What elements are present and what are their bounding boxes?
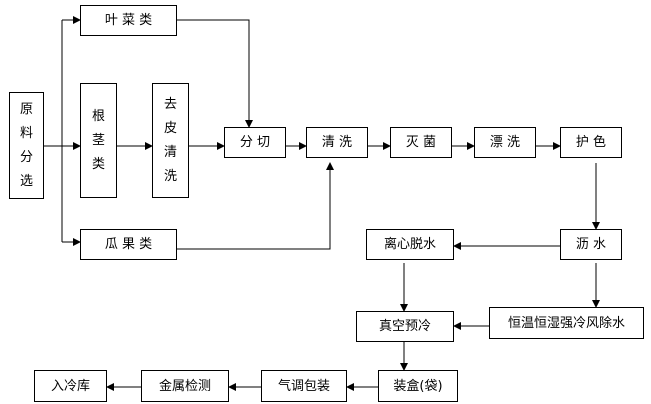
node-vacuum-cool-label: 真空预冷: [378, 319, 431, 334]
node-peel-wash: 去皮清洗: [152, 83, 189, 198]
node-vacuum-cool: 真空预冷: [356, 311, 454, 342]
node-color-protect: 护 色: [560, 127, 622, 158]
node-metal-detect: 金属检测: [141, 370, 229, 402]
node-sterilize-label: 灭 菌: [405, 135, 437, 150]
node-map-pack-label: 气调包装: [277, 378, 330, 394]
node-boxing: 装盒(袋): [378, 370, 458, 402]
node-raw-select: 原料分选: [9, 92, 44, 199]
node-map-pack: 气调包装: [261, 370, 347, 402]
node-air-dry: 恒温恒湿强冷风除水: [489, 307, 644, 339]
node-peel-wash-label: 去皮清洗: [163, 96, 177, 184]
node-cold-store-label: 入冷库: [50, 378, 90, 394]
node-rinse-label: 漂 洗: [489, 135, 521, 150]
node-root-label: 根茎类: [91, 108, 105, 172]
node-boxing-label: 装盒(袋): [393, 378, 443, 394]
node-color-protect-label: 护 色: [575, 135, 607, 150]
node-melon-label: 瓜 果 类: [104, 237, 153, 252]
node-cut-label: 分 切: [239, 135, 271, 150]
node-air-dry-label: 恒温恒湿强冷风除水: [507, 315, 625, 331]
node-centrifuge-label: 离心脱水: [383, 237, 436, 252]
node-cut: 分 切: [224, 127, 286, 158]
node-drain-label: 沥 水: [575, 237, 607, 252]
arrow-melon-to-wash: [177, 162, 334, 250]
node-sterilize: 灭 菌: [390, 127, 452, 158]
node-wash-label: 清 洗: [321, 135, 353, 150]
node-leafy-label: 叶 菜 类: [104, 13, 153, 28]
node-drain: 沥 水: [560, 229, 622, 260]
node-rinse: 漂 洗: [474, 127, 536, 158]
node-cold-store: 入冷库: [34, 370, 107, 402]
node-metal-detect-label: 金属检测: [158, 378, 211, 394]
node-centrifuge: 离心脱水: [366, 229, 454, 260]
node-wash: 清 洗: [306, 127, 368, 158]
node-root: 根茎类: [80, 83, 117, 198]
node-raw-select-label: 原料分选: [19, 101, 33, 189]
node-melon: 瓜 果 类: [80, 229, 177, 260]
node-leafy: 叶 菜 类: [80, 5, 177, 36]
arrow-leafy-to-cut: [177, 19, 253, 128]
